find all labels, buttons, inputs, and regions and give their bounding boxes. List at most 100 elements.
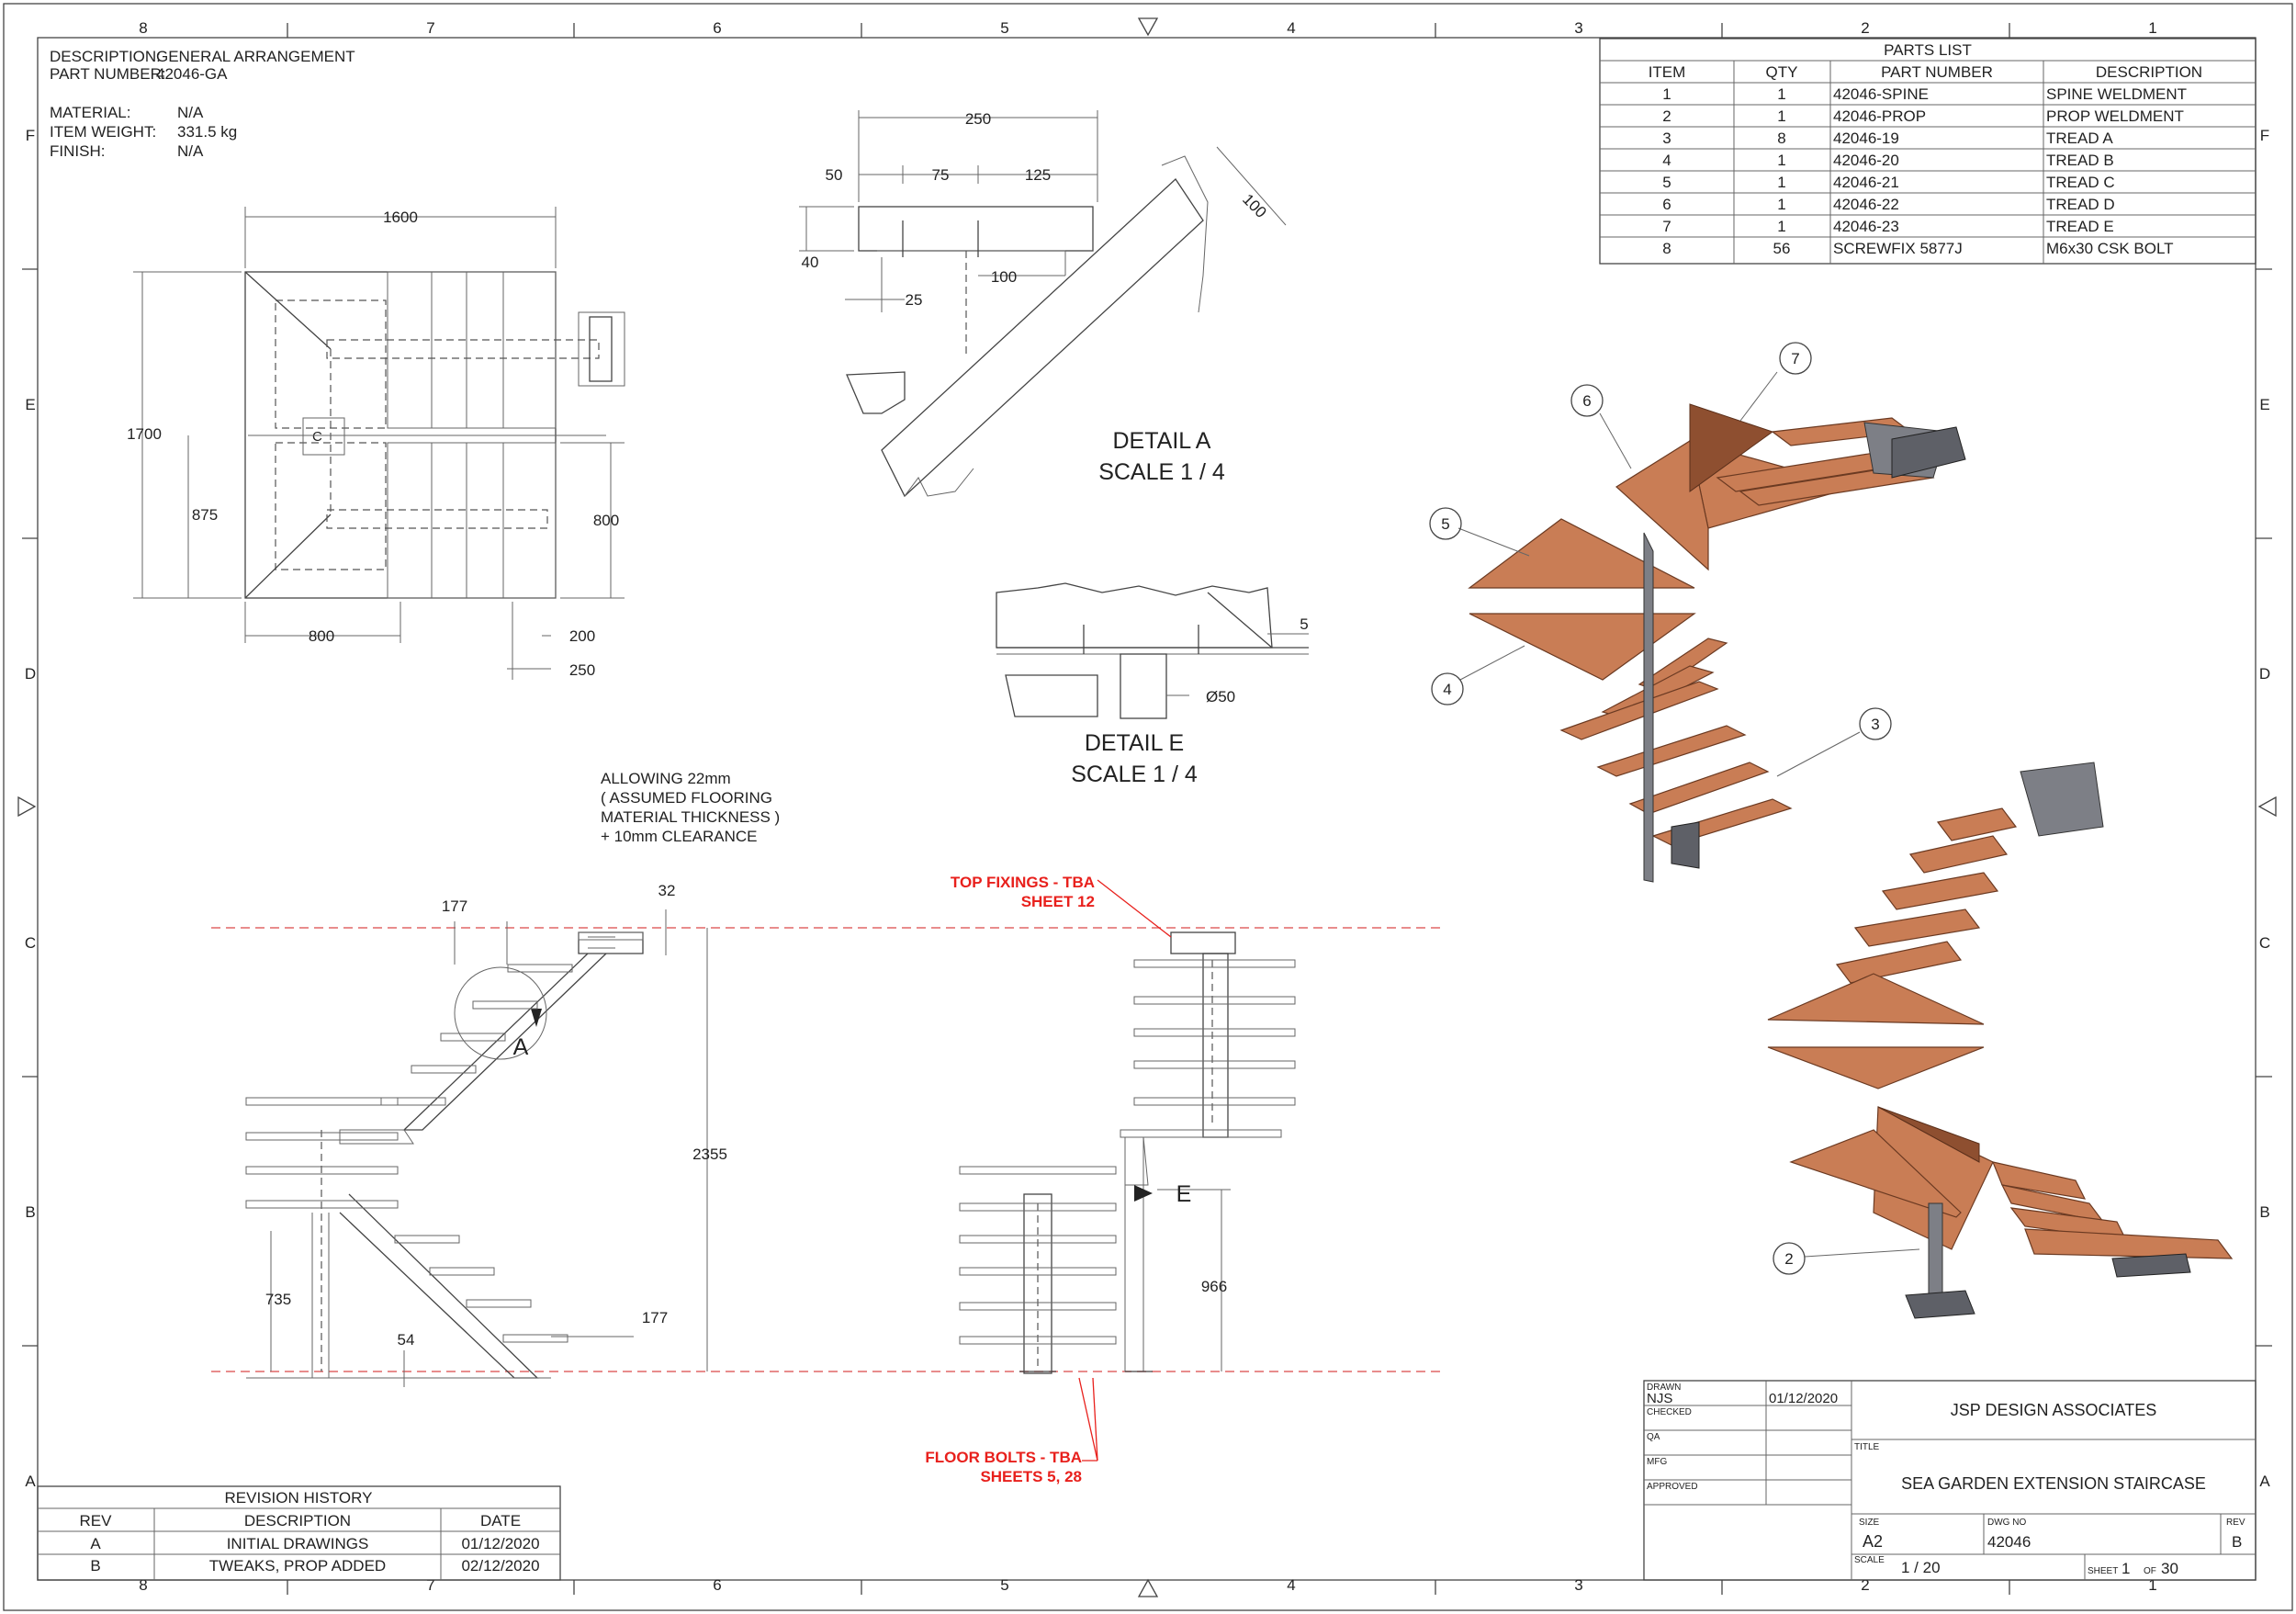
weight-value: 331.5 kg	[177, 123, 237, 141]
zone-row-left: A	[25, 1473, 36, 1490]
tread-profile	[502, 1334, 568, 1343]
tread-profile	[1133, 1028, 1296, 1037]
tread-profile	[1133, 996, 1296, 1005]
parts-qty: 1	[1777, 85, 1785, 103]
parts-number: 42046-22	[1833, 196, 1899, 213]
parts-list-header: PART NUMBER	[1881, 63, 1993, 81]
note-line: ALLOWING 22mm	[601, 770, 731, 787]
zone-col-bottom: 8	[139, 1576, 147, 1594]
zone-row-right: B	[2259, 1203, 2269, 1221]
tread-profile	[959, 1166, 1117, 1175]
finish-value: N/A	[177, 142, 204, 160]
parts-item: 3	[1662, 130, 1671, 147]
item-balloons: 7 6 5 4 3 2	[1429, 342, 1920, 1275]
zone-col-top: 5	[1000, 19, 1008, 37]
scale-value: 1 / 20	[1901, 1559, 1941, 1576]
floor-bolts-sheets: SHEETS 5, 28	[980, 1468, 1082, 1485]
parts-qty: 56	[1773, 240, 1791, 257]
zone-col-bottom: 6	[713, 1576, 721, 1594]
side-view: 177 32 2355 735 54 177 A	[245, 882, 727, 1387]
side-dim-177-bottom: 177	[642, 1309, 668, 1326]
parts-qty: 1	[1777, 107, 1785, 125]
zone-col-top: 3	[1574, 19, 1582, 37]
tread-profile	[245, 1097, 399, 1106]
balloon: 3	[1871, 716, 1879, 733]
revision-header: DATE	[480, 1512, 521, 1529]
plan-view: C 1600 1700 875 800 800 200 250	[127, 207, 625, 680]
top-fixings-sheet: SHEET 12	[1021, 893, 1095, 910]
sheet-frame	[3, 3, 2293, 1611]
parts-number: 42046-SPINE	[1833, 85, 1929, 103]
parts-item: 6	[1662, 196, 1671, 213]
parts-item: 2	[1662, 107, 1671, 125]
tread-profile	[411, 1065, 477, 1074]
tread-profile	[380, 1097, 446, 1106]
flooring-note: ALLOWING 22mm ( ASSUMED FLOORING MATERIA…	[601, 770, 780, 845]
size-label: SIZE	[1859, 1518, 1880, 1528]
plan-dim-height: 1700	[127, 425, 162, 443]
tread-profile	[959, 1267, 1117, 1276]
checked-label: CHECKED	[1647, 1407, 1692, 1417]
isometric-lower	[1767, 762, 2234, 1319]
part-number-value: 42046-GA	[156, 65, 228, 83]
parts-number: SCREWFIX 5877J	[1833, 240, 1963, 257]
tread-profile	[245, 1200, 399, 1209]
zone-row-left: B	[25, 1203, 35, 1221]
tread-profile	[959, 1235, 1117, 1244]
tread-profile	[1120, 1129, 1282, 1138]
zone-row-right: F	[2260, 127, 2269, 144]
drawn-label: DRAWN	[1647, 1383, 1681, 1393]
drawn-by: NJS	[1647, 1391, 1672, 1406]
side-dim-54: 54	[398, 1331, 415, 1349]
zone-row-right: E	[2259, 396, 2269, 413]
material-value: N/A	[177, 104, 204, 121]
side-dim-32: 32	[658, 882, 676, 899]
dwg-no-label: DWG NO	[1987, 1518, 2026, 1528]
parts-list: PARTS LIST ITEM QTY PART NUMBER DESCRIPT…	[1599, 38, 2257, 265]
revision-rev: B	[90, 1557, 100, 1574]
qa-label: QA	[1647, 1432, 1660, 1442]
revision-date: 02/12/2020	[461, 1557, 539, 1574]
drawing-title: SEA GARDEN EXTENSION STAIRCASE	[1901, 1474, 2206, 1493]
centering-arrow-bottom-icon	[1137, 1578, 1159, 1597]
zone-row-right: C	[2259, 934, 2270, 952]
parts-item: 8	[1662, 240, 1671, 257]
note-line: ( ASSUMED FLOORING	[601, 789, 772, 807]
balloon: 6	[1582, 392, 1591, 410]
detail-e-scale: SCALE 1 / 4	[1071, 762, 1198, 787]
parts-description: M6x30 CSK BOLT	[2046, 240, 2174, 257]
finish-label: FINISH:	[50, 142, 105, 160]
detail-a-dim-100-slope: 100	[1239, 190, 1269, 220]
plan-dim-875: 875	[192, 506, 218, 524]
parts-list-title: PARTS LIST	[1884, 41, 1972, 59]
centering-arrow-left-icon	[17, 796, 37, 818]
sheet-total: 30	[2161, 1560, 2178, 1577]
weight-label: ITEM WEIGHT:	[50, 123, 156, 141]
plan-dim-width: 1600	[383, 209, 418, 226]
sheet-size: A2	[1863, 1532, 1883, 1551]
balloon: 4	[1443, 681, 1451, 698]
parts-description: SPINE WELDMENT	[2046, 85, 2187, 103]
parts-item: 1	[1662, 85, 1671, 103]
parts-description: PROP WELDMENT	[2046, 107, 2184, 125]
dwg-no: 42046	[1987, 1533, 2031, 1551]
plan-dim-200: 200	[569, 627, 595, 645]
red-callouts: TOP FIXINGS - TBA SHEET 12 FLOOR BOLTS -…	[925, 874, 1172, 1485]
of-label: OF	[2144, 1566, 2156, 1576]
detail-a-title: DETAIL A	[1113, 428, 1211, 454]
detail-e: 5 Ø50 DETAIL E SCALE 1 / 4	[996, 582, 1309, 787]
parts-number: 42046-23	[1833, 218, 1899, 235]
side-dim-2355: 2355	[692, 1146, 727, 1163]
rev-label: REV	[2226, 1518, 2245, 1528]
approved-label: APPROVED	[1647, 1482, 1698, 1492]
tread-profile	[1133, 1097, 1296, 1106]
tread-profile	[429, 1267, 495, 1276]
zone-row-left: F	[26, 127, 35, 144]
top-fixings-callout: TOP FIXINGS - TBA	[951, 874, 1095, 891]
detail-e-arrow-icon	[1134, 1185, 1153, 1202]
centering-arrow-right-icon	[2257, 796, 2277, 818]
revision-date: 01/12/2020	[461, 1535, 539, 1552]
isometric-upper	[1468, 403, 1966, 883]
revision-history: REVISION HISTORY REV DESCRIPTION DATE A …	[37, 1485, 561, 1581]
